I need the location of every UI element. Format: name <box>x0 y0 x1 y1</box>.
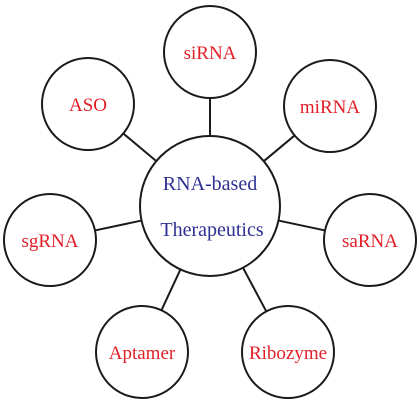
node-ribozyme: Ribozyme <box>241 305 335 399</box>
node-circle-sirna <box>163 5 257 99</box>
connector-aso <box>122 132 157 162</box>
node-circle-aso <box>41 57 135 151</box>
connector-ribozyme <box>242 267 268 312</box>
connector-mirna <box>263 134 296 162</box>
node-circle-sgrna <box>3 193 97 287</box>
node-circles: siRNA miRNA saRNA Ribozyme Aptamer sgRNA ASO <box>3 5 417 399</box>
node-label-mirna: miRNA <box>300 97 360 118</box>
node-label-sarna: saRNA <box>342 231 398 252</box>
node-sgrna: sgRNA <box>3 193 97 287</box>
connector-sarna <box>278 219 326 232</box>
node-label-sgrna: sgRNA <box>21 231 78 252</box>
center-label-line1: RNA-based <box>163 173 257 195</box>
node-circle-sarna <box>323 193 417 287</box>
connectors <box>94 98 326 312</box>
node-circle-aptamer <box>95 305 189 399</box>
node-circle-mirna <box>283 59 377 153</box>
node-label-aso: ASO <box>69 95 107 116</box>
node-label-aptamer: Aptamer <box>109 343 176 364</box>
node-label-sirna: siRNA <box>184 43 237 64</box>
node-sirna: siRNA <box>163 5 257 99</box>
connector-aptamer <box>160 269 182 311</box>
center-circle <box>139 135 281 277</box>
node-sarna: saRNA <box>323 193 417 287</box>
node-mirna: miRNA <box>283 59 377 153</box>
node-label-ribozyme: Ribozyme <box>249 343 327 364</box>
center-label-line2: Therapeutics <box>160 219 263 241</box>
node-aptamer: Aptamer <box>95 305 189 399</box>
node-circle-ribozyme <box>241 305 335 399</box>
node-aso: ASO <box>41 57 135 151</box>
connector-sgrna <box>94 219 142 232</box>
